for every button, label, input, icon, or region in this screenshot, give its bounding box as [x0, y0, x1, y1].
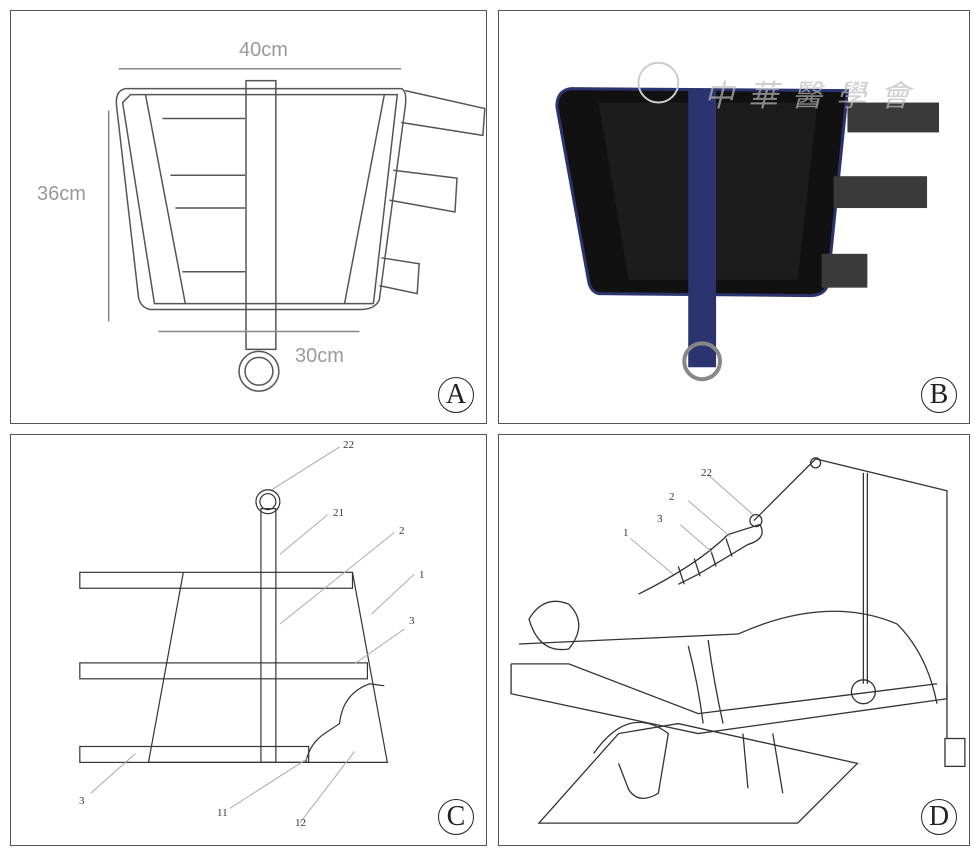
sling-sketch-drawing [107, 67, 486, 392]
callout-3-left: 3 [79, 795, 85, 807]
callout-1: 1 [623, 527, 629, 539]
panel-b-photo: 中華醫學會 B [498, 10, 970, 424]
callout-1: 1 [419, 569, 425, 581]
width-bottom-label: 30cm [295, 345, 344, 367]
panel-c-schematic: 22 21 2 1 3 3 11 12 C [10, 434, 487, 846]
height-label: 36cm [37, 183, 86, 205]
callout-12: 12 [295, 817, 306, 829]
panel-d-usage: 22 2 3 1 D [498, 434, 970, 846]
callout-22: 22 [701, 467, 712, 479]
panel-a-sketch: 40cm 36cm 30cm A [10, 10, 487, 424]
sling-render-drawing [555, 61, 940, 382]
callout-3: 3 [657, 513, 663, 525]
callout-2: 2 [669, 491, 675, 503]
watermark: 中華醫學會 [704, 79, 924, 114]
callout-11: 11 [217, 807, 228, 819]
width-top-label: 40cm [239, 39, 288, 61]
panel-label-c: C [438, 799, 474, 835]
panel-label-b: B [921, 377, 957, 413]
callout-3-right: 3 [409, 615, 415, 627]
sling-schematic-drawing [79, 446, 415, 824]
callout-2: 2 [399, 525, 405, 537]
callout-21: 21 [333, 507, 344, 519]
patient-traction-drawing [510, 457, 966, 824]
callout-22: 22 [343, 439, 354, 451]
panel-label-a: A [438, 377, 474, 413]
panel-label-d: D [921, 799, 957, 835]
